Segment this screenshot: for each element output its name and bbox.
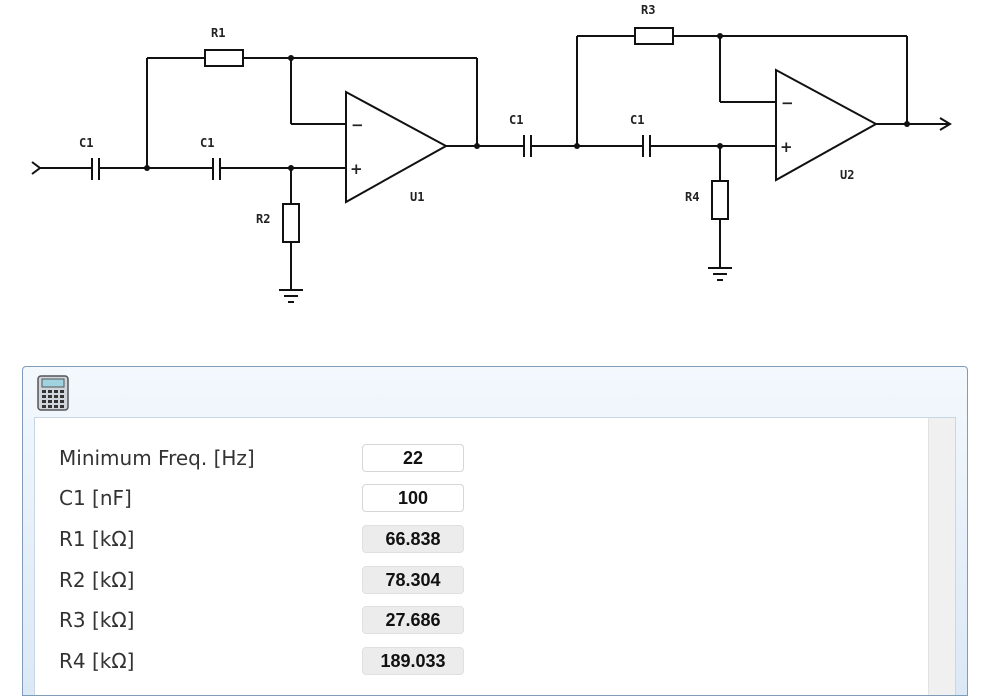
r1-output: 66.838 [362, 525, 464, 553]
label-r4-value: R4 [kΩ] [59, 649, 135, 673]
label-c1-input: C1 [79, 136, 93, 150]
label-min-freq: Minimum Freq. [Hz] [59, 446, 255, 470]
resistor-r3 [634, 27, 674, 45]
label-r4: R4 [685, 190, 699, 204]
label-c1-coupling: C1 [509, 113, 523, 127]
r2-output: 78.304 [362, 566, 464, 594]
resistor-r2 [282, 203, 300, 243]
c1-input[interactable] [362, 484, 464, 512]
label-c1-mid: C1 [200, 136, 214, 150]
calculator-icon [37, 375, 69, 411]
calculator-panel: Minimum Freq. [Hz] C1 [nF] R1 [kΩ] 66.83… [22, 366, 968, 696]
resistor-r1 [204, 49, 244, 67]
label-r2: R2 [256, 212, 270, 226]
label-r1-value: R1 [kΩ] [59, 527, 135, 551]
r4-output: 189.033 [362, 647, 464, 675]
label-u1: U1 [410, 190, 424, 204]
label-c1: C1 [nF] [59, 486, 132, 510]
label-u2: U2 [840, 168, 854, 182]
resistor-r4 [711, 180, 729, 220]
label-r3-value: R3 [kΩ] [59, 608, 135, 632]
label-r1: R1 [211, 26, 225, 40]
output-arrow-icon [939, 117, 952, 131]
label-c1-stage2: C1 [630, 113, 644, 127]
scrollbar[interactable] [928, 418, 955, 695]
min-freq-input[interactable] [362, 444, 464, 472]
label-r2-value: R2 [kΩ] [59, 568, 135, 592]
opamp-u1 [345, 90, 449, 204]
u2-minus-sign: − [781, 94, 794, 112]
r3-output: 27.686 [362, 606, 464, 634]
opamp-u2 [775, 68, 879, 182]
input-arrow-icon [31, 161, 42, 175]
label-r3: R3 [641, 3, 655, 17]
u1-minus-sign: − [351, 116, 364, 134]
panel-body: Minimum Freq. [Hz] C1 [nF] R1 [kΩ] 66.83… [34, 417, 956, 695]
u1-plus-sign: + [350, 160, 363, 178]
panel-header [23, 367, 967, 417]
circuit-schematic: C1 C1 R1 R2 U1 − + C1 C1 R3 R4 U2 − + [31, 3, 952, 303]
u2-plus-sign: + [780, 138, 793, 156]
